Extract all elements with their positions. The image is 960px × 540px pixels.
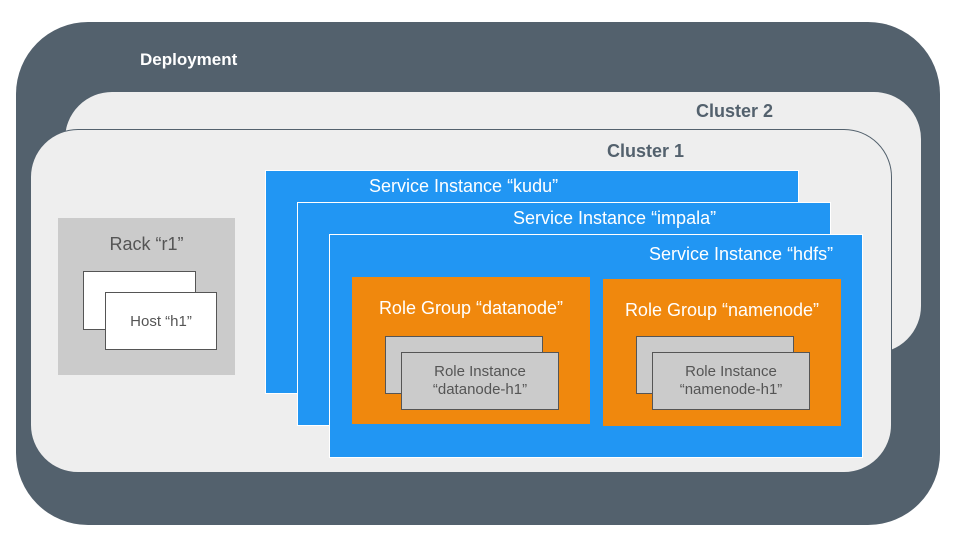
- rack-label: Rack “r1”: [109, 234, 184, 254]
- role-instance-datanode-line2: “datanode-h1”: [432, 381, 528, 398]
- role-instance-datanode-line1: Role Instance: [434, 363, 526, 380]
- deployment-label: Deployment: [140, 50, 238, 69]
- cluster-1-label: Cluster 1: [607, 141, 685, 161]
- role-instance-datanode-card: Role Instance “datanode-h1”: [401, 352, 559, 410]
- role-group-namenode-label: Role Group “namenode”: [624, 300, 820, 320]
- role-instance-namenode-line1: Role Instance: [685, 363, 777, 380]
- host-card: Host “h1”: [105, 292, 217, 350]
- cluster-2-label: Cluster 2: [696, 101, 774, 121]
- role-group-datanode-label: Role Group “datanode”: [378, 298, 564, 318]
- role-instance-namenode-card: Role Instance “namenode-h1”: [652, 352, 810, 410]
- role-instance-namenode-line2: “namenode-h1”: [679, 381, 783, 398]
- service-instance-hdfs-label: Service Instance “hdfs”: [649, 244, 834, 264]
- service-instance-kudu-label: Service Instance “kudu”: [369, 176, 559, 196]
- service-instance-impala-label: Service Instance “impala”: [513, 208, 717, 228]
- host-label: Host “h1”: [130, 312, 192, 330]
